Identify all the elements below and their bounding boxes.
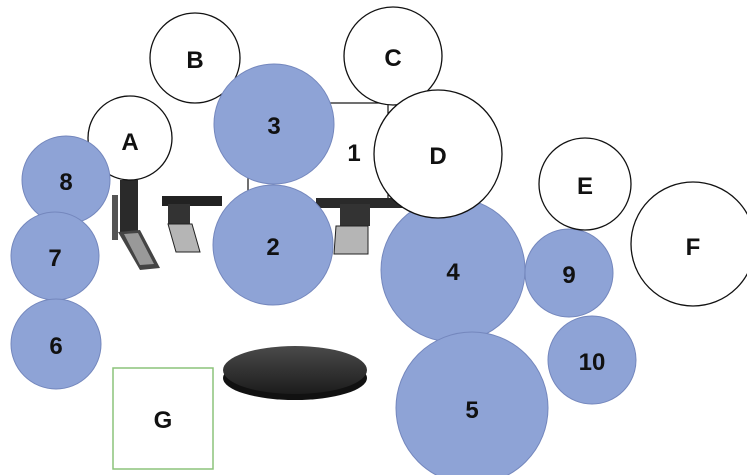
label-f: F — [686, 234, 701, 261]
cymbal-b — [149, 12, 241, 104]
cymbal-d — [373, 89, 503, 219]
label-2: 2 — [266, 234, 279, 261]
box-g — [112, 367, 214, 470]
pad-6 — [10, 298, 102, 390]
label-b: B — [186, 47, 203, 74]
label-e: E — [577, 173, 593, 200]
label-a: A — [121, 129, 138, 156]
label-4: 4 — [446, 259, 460, 286]
label-10: 10 — [579, 349, 606, 376]
pad-5 — [395, 331, 549, 475]
label-5: 5 — [465, 397, 478, 424]
kick-pedal-right — [316, 198, 406, 255]
label-1: 1 — [347, 140, 360, 167]
label-g: G — [154, 407, 173, 434]
label-9: 9 — [562, 262, 575, 289]
cymbal-e — [538, 137, 632, 231]
label-c: C — [384, 45, 401, 72]
cymbal-c — [343, 6, 443, 106]
pad-10 — [547, 315, 637, 405]
label-6: 6 — [49, 333, 62, 360]
pad-3 — [213, 63, 335, 185]
hi-hat-pedal — [112, 180, 160, 270]
label-8: 8 — [59, 169, 72, 196]
pad-9 — [524, 228, 614, 318]
cymbal-f — [630, 181, 747, 307]
label-d: D — [429, 143, 446, 170]
label-7: 7 — [48, 245, 61, 272]
label-3: 3 — [267, 113, 280, 140]
drum-throne — [223, 346, 367, 400]
pad-2 — [212, 184, 334, 306]
kick-pedal-left — [162, 196, 222, 253]
cymbal-a — [87, 95, 173, 181]
